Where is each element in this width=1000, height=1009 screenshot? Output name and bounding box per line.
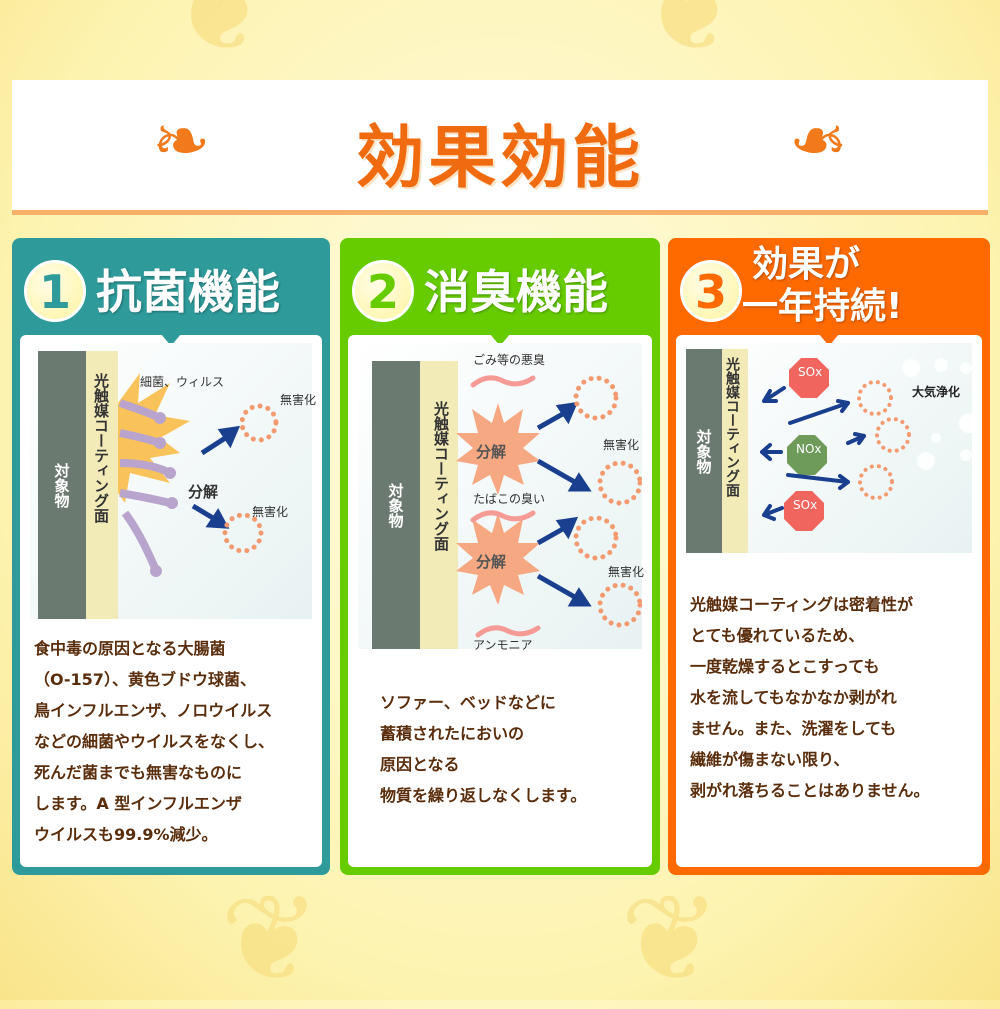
heading-line: 効果が xyxy=(752,244,861,285)
page-title: 効果効能 xyxy=(355,119,644,198)
panel-description: 光触媒コーティングは密着性が とても優れているため、 一度乾燥するとこすっても … xyxy=(690,589,974,806)
leaf-decoration-icon: ❦ xyxy=(620,870,721,1009)
air-purification-diagram: 対象物 光触媒コーティング面 SOx xyxy=(686,343,979,553)
germs-label: 細菌、ウィルス xyxy=(140,375,225,389)
text-line: 水を流してもなかなか剥がれ xyxy=(690,688,897,707)
harmless-label: 無害化 xyxy=(252,505,289,519)
text-line: 原因となる xyxy=(380,755,460,774)
deodorizing-diagram: 対象物 光触媒コーティング面 xyxy=(358,343,645,652)
object-label: 対象物 xyxy=(38,351,86,619)
burst-icon xyxy=(456,513,540,605)
number-badge: 1 xyxy=(24,260,86,322)
leaf-decoration-icon: ❦ xyxy=(640,0,741,79)
odor-label: ごみ等の悪臭 xyxy=(473,353,546,367)
text-line: 鳥インフルエンザ、ノロウイルス xyxy=(34,701,273,720)
coating-label: 光触媒コーティング面 xyxy=(86,351,118,619)
panel-heading: 効果が 一年持続! xyxy=(742,244,902,328)
heading-line: 一年持続! xyxy=(742,286,903,327)
panel-description: 食中毒の原因となる大腸菌 （O-157）、黄色ブドウ球菌、 鳥インフルエンザ、ノ… xyxy=(34,633,314,850)
harmless-label: 無害化 xyxy=(603,438,640,452)
ornament-right-icon: ❧ xyxy=(789,100,848,182)
coating-label: 光触媒コーティング面 xyxy=(722,349,748,553)
leaf-decoration-icon: ❦ xyxy=(220,870,321,1009)
text-line: 繊維が傷まない限り、 xyxy=(690,750,850,769)
text-line: 蓄積されたにおいの xyxy=(380,724,525,743)
panel-antibacterial: 1 抗菌機能 対象物 光触媒コーティング面 細菌、ウィルス 無害化 分解 無害化 xyxy=(12,238,330,875)
text-line: 光触媒コーティングは密着性が xyxy=(690,595,914,614)
nox-label: NOx xyxy=(796,442,822,456)
sox-label: SOx xyxy=(793,498,818,512)
text-line: とても優れているため、 xyxy=(690,626,865,645)
decompose-label: 分解 xyxy=(476,443,507,461)
odor-label: たばこの臭い xyxy=(473,492,546,506)
sox-label: SOx xyxy=(798,365,823,379)
text-line: ソファー、ベッドなどに xyxy=(380,693,556,712)
nox-icon xyxy=(787,435,827,475)
text-line: 物質を繰り返しなくします。 xyxy=(380,786,587,805)
text-line: 食中毒の原因となる大腸菌 xyxy=(34,639,226,658)
text-line: などの細菌やウイルスをなくし、 xyxy=(34,732,275,751)
coating-label: 光触媒コーティング面 xyxy=(420,361,458,649)
text-line: ません。また、洗濯をしても xyxy=(690,719,897,738)
number-badge: 3 xyxy=(680,260,742,322)
air-purification-label: 大気浄化 xyxy=(912,385,961,399)
text-line: （O-157）、黄色ブドウ球菌、 xyxy=(34,670,256,689)
antibacterial-diagram: 対象物 光触媒コーティング面 細菌、ウィルス 無害化 分解 無害化 xyxy=(30,343,316,619)
ornament-left-icon: ❧ xyxy=(152,100,211,182)
header-banner: ❧ 効果効能 ❧ xyxy=(12,80,988,215)
panel-long-lasting: 3 効果が 一年持続! 対象物 光触媒コーティング面 xyxy=(668,238,990,875)
sox-icon xyxy=(789,358,829,398)
text-line: します。A 型インフルエンザ xyxy=(34,794,242,813)
burst-icon xyxy=(456,403,540,495)
panel-heading: 消臭機能 xyxy=(424,265,608,319)
harmless-label: 無害化 xyxy=(608,565,645,579)
germ-icon xyxy=(118,399,172,570)
panel-description: ソファー、ベッドなどに 蓄積されたにおいの 原因となる 物質を繰り返しなくします… xyxy=(380,687,644,811)
text-line: ウイルスも99.9%減少。 xyxy=(34,825,218,844)
object-label: 対象物 xyxy=(372,361,420,649)
text-line: 死んだ菌までも無害なものに xyxy=(34,763,243,782)
object-label: 対象物 xyxy=(686,349,722,553)
number-badge: 2 xyxy=(352,260,414,322)
odor-label: アンモニア xyxy=(473,638,533,652)
panel-heading: 抗菌機能 xyxy=(96,265,280,319)
decompose-label: 分解 xyxy=(476,553,507,571)
text-line: 一度乾燥するとこすっても xyxy=(690,657,880,676)
text-line: 剥がれ落ちることはありません。 xyxy=(690,781,930,800)
harmless-label: 無害化 xyxy=(280,393,317,407)
decompose-label: 分解 xyxy=(188,483,219,501)
panel-deodorizing: 2 消臭機能 対象物 光触媒コーティング面 xyxy=(340,238,660,875)
leaf-decoration-icon: ❦ xyxy=(170,0,271,79)
sox-icon xyxy=(784,491,824,531)
